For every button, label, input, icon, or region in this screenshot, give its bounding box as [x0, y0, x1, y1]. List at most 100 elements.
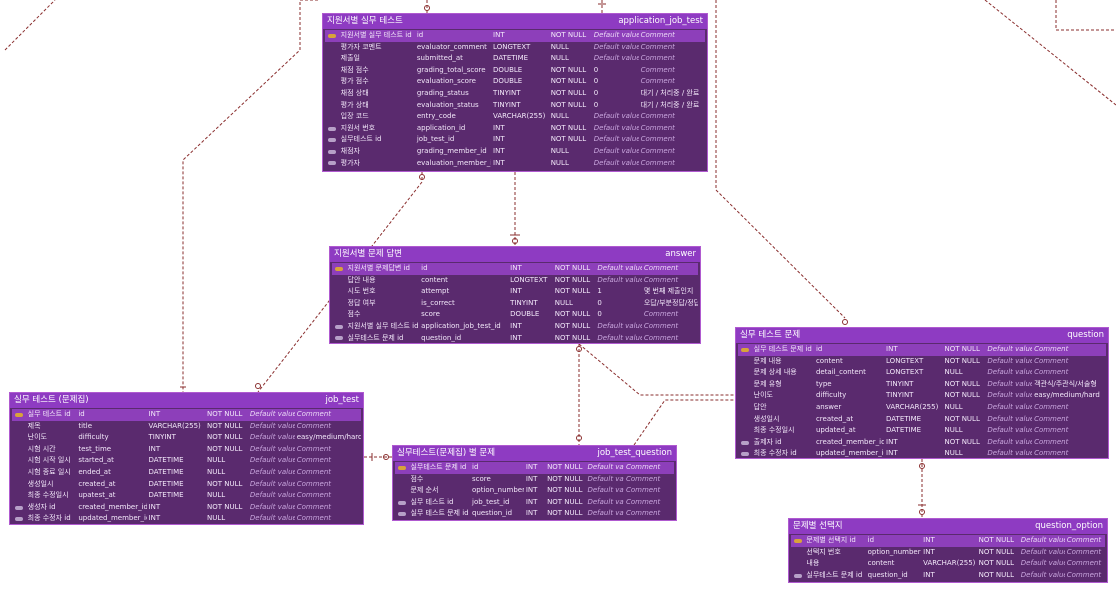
column-def: Default value	[593, 135, 639, 144]
column-nn: NOT NULL	[207, 479, 243, 488]
column-spacer	[12, 490, 26, 502]
column-name: evaluation_score	[416, 77, 476, 86]
column-cmt: Comment	[625, 497, 661, 506]
foreign-key-icon	[738, 437, 752, 449]
column-def: Default value	[249, 410, 295, 418]
column-name: test_time	[78, 444, 112, 453]
column-cmt: Comment	[1034, 368, 1069, 377]
column-name: evaluator_comment	[416, 42, 487, 51]
column-label: 평가 상태	[340, 100, 369, 109]
relation-end-marker	[512, 238, 518, 244]
foreign-key-icon	[332, 333, 346, 345]
column-spacer	[738, 390, 752, 402]
column-label: 문제 상세 내용	[753, 368, 797, 377]
column-type: INT	[525, 463, 538, 471]
column-nn: NULL	[944, 402, 963, 411]
column-nn: NOT NULL	[550, 65, 587, 74]
column-nn: NOT NULL	[944, 379, 980, 388]
column-nn: NOT NULL	[554, 264, 591, 272]
column-cmt: Comment	[1034, 356, 1069, 365]
column-label: 답안	[753, 402, 767, 411]
column-type: INT	[148, 502, 161, 511]
column-name: submitted_at	[416, 54, 463, 63]
column-spacer	[738, 367, 752, 379]
column-spacer	[12, 421, 26, 433]
column-spacer	[325, 65, 339, 77]
primary-key-icon	[738, 344, 752, 356]
column-type: LONGTEXT	[510, 275, 548, 284]
relation-line-answer-to-question	[578, 343, 735, 396]
relation-end-marker	[919, 463, 925, 469]
column-name: application_job_test_id	[421, 321, 501, 330]
column-cmt: Comment	[1034, 414, 1069, 423]
column-type: LONGTEXT	[493, 42, 531, 51]
column-def: 0	[597, 298, 602, 307]
relation-end-marker	[255, 383, 261, 389]
column-type: TINYINT	[886, 379, 914, 388]
table-job-test-question[interactable]: 실무테스트(문제집) 별 문제 job_test_question 실무테스트 …	[392, 445, 677, 521]
table-application-job-test[interactable]: 지원서별 실무 테스트 application_job_test 지원서별 실무…	[322, 13, 708, 172]
column-spacer	[332, 275, 346, 287]
relation-end-marker	[919, 509, 925, 515]
foreign-key-icon	[395, 508, 408, 520]
column-spacer	[325, 76, 339, 88]
column-nn: NOT NULL	[978, 536, 1015, 544]
column-def: Default value	[249, 514, 295, 523]
column-nn: NOT NULL	[554, 333, 591, 342]
